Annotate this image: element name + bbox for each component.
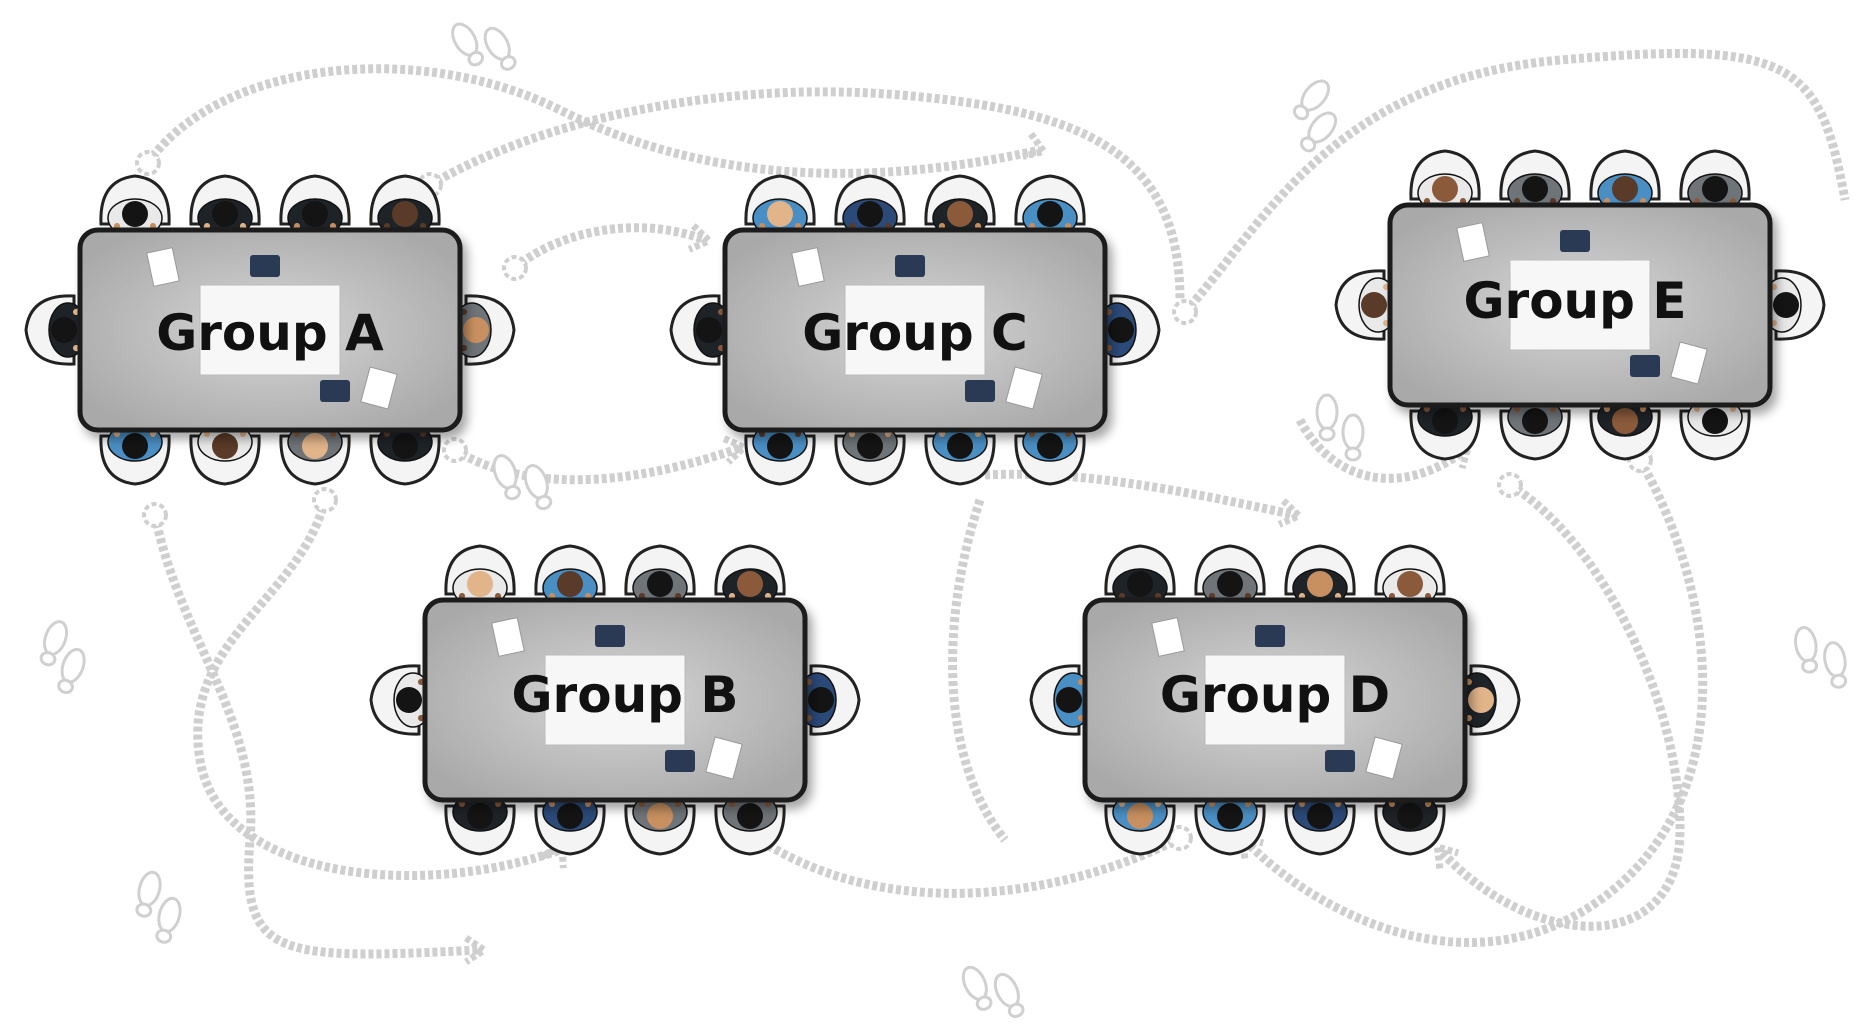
footprints-icon xyxy=(1794,626,1848,689)
paper-sheet-icon xyxy=(199,284,341,376)
group-label-a: Group A xyxy=(156,304,384,362)
walking-path-2 xyxy=(427,87,1185,301)
paper-sheet-icon xyxy=(1670,341,1708,385)
person-seated-icon xyxy=(744,174,816,251)
paper-sheet-icon xyxy=(360,366,398,410)
table-group-a: Group A xyxy=(24,174,516,486)
tablet-icon xyxy=(895,255,925,277)
path-start-dot xyxy=(135,150,161,176)
paper-sheet-icon xyxy=(491,617,525,657)
walking-path-11 xyxy=(1241,457,1708,947)
path-start-dot xyxy=(142,502,168,528)
path-start-dot xyxy=(1497,472,1523,498)
paper-sheet-icon xyxy=(1204,654,1346,746)
walking-path-3 xyxy=(512,223,707,272)
tablet-icon xyxy=(665,750,695,772)
path-start-dot xyxy=(502,255,528,281)
path-start-dot xyxy=(1172,299,1198,325)
tables-layer: Group A Group B Group C Group D Group E xyxy=(24,149,1826,856)
table-group-e: Group E xyxy=(1334,149,1826,461)
tablet-icon xyxy=(1560,230,1590,252)
footprints-icon xyxy=(39,620,86,695)
footprints-icon xyxy=(135,870,182,944)
tablet-icon xyxy=(320,380,350,402)
path-start-dot xyxy=(312,487,338,513)
walking-path-10 xyxy=(1295,417,1468,483)
walking-path-arrow-icon xyxy=(687,223,716,253)
footprints-icon xyxy=(451,22,517,71)
paper-sheet-icon xyxy=(1509,259,1651,351)
walking-path-7 xyxy=(193,498,562,881)
table-group-d: Group D xyxy=(1029,544,1521,856)
table-group-c: Group C xyxy=(669,174,1161,486)
paper-sheet-icon xyxy=(844,284,986,376)
paper-sheet-icon xyxy=(705,736,743,780)
footprints-layer xyxy=(39,22,1848,1019)
walking-path-1 xyxy=(144,64,1041,178)
walking-path-13 xyxy=(948,498,1009,843)
walking-path-arrow-icon xyxy=(1021,131,1050,160)
tablet-icon xyxy=(1255,625,1285,647)
walking-path-arrow-icon xyxy=(1446,443,1473,470)
tablet-icon xyxy=(1325,750,1355,772)
table-group-b: Group B xyxy=(369,544,861,856)
group-label-c: Group C xyxy=(802,304,1028,362)
footprints-icon xyxy=(492,454,553,511)
person-seated-icon xyxy=(1194,779,1266,856)
tablet-icon xyxy=(965,380,995,402)
group-label-d: Group D xyxy=(1160,666,1390,724)
paper-sheet-icon xyxy=(1151,617,1185,657)
paper-sheet-icon xyxy=(1365,736,1403,780)
walking-path-9 xyxy=(984,469,1296,520)
walking-path-arrow-icon xyxy=(464,935,491,965)
walking-path-arrow-icon xyxy=(541,841,567,869)
walking-path-arrow-icon xyxy=(722,435,751,465)
footprints-icon xyxy=(1315,393,1365,462)
footprints-icon xyxy=(961,965,1025,1019)
footprints-icon xyxy=(1292,79,1338,153)
walking-paths xyxy=(135,48,1850,965)
walking-path-arrow-icon xyxy=(1433,842,1460,869)
group-label-e: Group E xyxy=(1464,272,1687,330)
paper-sheet-icon xyxy=(1005,366,1043,410)
paper-sheet-icon xyxy=(1456,222,1490,262)
walking-path-12 xyxy=(1436,481,1685,931)
walking-path-4 xyxy=(1181,48,1850,316)
walking-path-6 xyxy=(150,514,481,959)
group-label-b: Group B xyxy=(512,666,739,724)
paper-sheet-icon xyxy=(544,654,686,746)
tablet-icon xyxy=(595,625,625,647)
walking-path-8 xyxy=(757,834,1183,898)
walking-path-arrow-icon xyxy=(1277,498,1306,528)
paper-sheet-icon xyxy=(146,247,180,287)
tablet-icon xyxy=(250,255,280,277)
path-start-dot xyxy=(442,437,468,463)
paper-sheet-icon xyxy=(791,247,825,287)
tablet-icon xyxy=(1630,355,1660,377)
